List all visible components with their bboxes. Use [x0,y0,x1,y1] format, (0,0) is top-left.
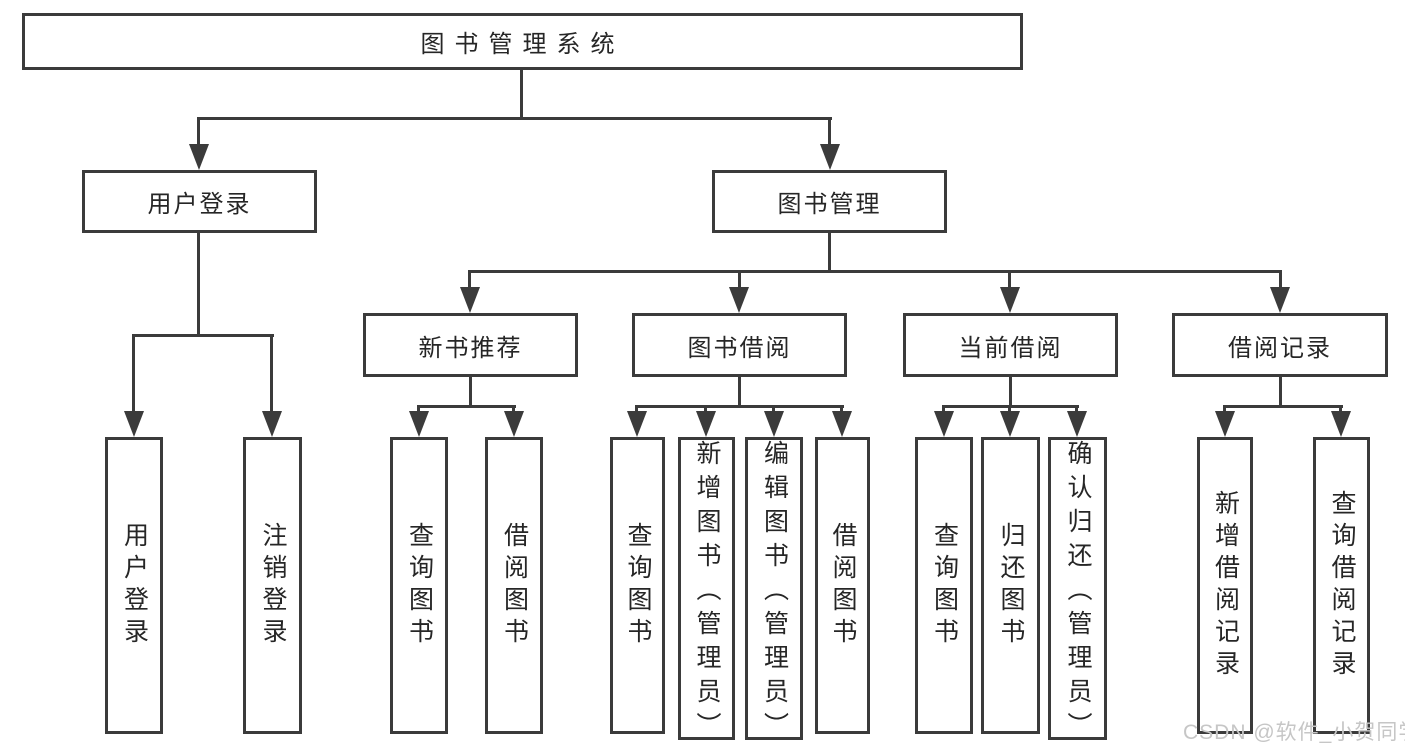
leaf-query-book-1: 查询图书 [390,437,448,734]
leaf-query-book-3-label: 查询图书 [930,521,959,650]
arrowhead [627,411,647,437]
connector-user-login-stem [197,233,200,336]
arrowhead [832,411,852,437]
leaf-query-book-2: 查询图书 [610,437,665,734]
connector-drop [1223,405,1226,413]
connector-level3-rail [468,270,1282,273]
connector-drop-leaf-logout [270,334,273,413]
connector-drop-leaf-user-login [132,334,135,413]
leaf-add-record: 新增借阅记录 [1197,437,1253,734]
node-current-borrow-label: 当前借阅 [958,334,1063,362]
connector-book-borrow-rail [635,405,844,408]
connector-drop-user-login [197,117,200,146]
leaf-borrow-book-1: 借阅图书 [485,437,543,734]
leaf-borrow-book-2: 借阅图书 [815,437,870,734]
connector-drop [840,405,843,413]
node-borrow-record: 借阅记录 [1172,313,1388,377]
node-borrow-record-label: 借阅记录 [1228,334,1332,362]
node-user-login-label: 用户登录 [147,191,252,218]
leaf-borrow-book-1-label: 借阅图书 [500,521,529,650]
node-new-book-rec: 新书推荐 [363,313,578,377]
node-new-book-rec-label: 新书推荐 [418,334,523,362]
arrowhead [460,287,480,313]
node-root-label: 图书管理系统 [420,31,625,58]
leaf-logout: 注销登录 [243,437,302,734]
connector-new-book-rec-rail [417,405,516,408]
arrowhead [409,411,429,437]
node-current-borrow: 当前借阅 [903,313,1118,377]
connector-user-login-rail [132,334,274,337]
leaf-add-record-label: 新增借阅记录 [1211,489,1240,682]
node-book-mgmt: 图书管理 [712,170,947,233]
connector-drop [1075,405,1078,413]
leaf-return-book: 归还图书 [981,437,1040,734]
arrowhead [504,411,524,437]
leaf-logout-label: 注销登录 [259,521,287,650]
connector-drop [942,405,945,413]
arrowhead [124,411,144,437]
leaf-query-record-label: 查询借阅记录 [1328,489,1356,682]
arrowhead [820,144,840,170]
leaf-query-book-3: 查询图书 [915,437,973,734]
arrowhead [729,287,749,313]
arrowhead [1215,411,1235,437]
arrowhead [1067,411,1087,437]
connector-drop [1339,405,1342,413]
connector-current-borrow-stem [1009,377,1012,408]
arrowhead [1270,287,1290,313]
leaf-confirm-return-label: 确认归还（管理员） [1064,440,1092,746]
connector-root-stem [520,70,523,120]
connector-drop-borrow-record [1279,270,1282,290]
connector-drop-book-borrow [738,270,741,290]
connector-book-mgmt-stem [828,233,831,273]
connector-drop [704,405,707,413]
arrowhead [764,411,784,437]
watermark-text: CSDN @软件_小贺同学 [1183,721,1405,744]
leaf-user-login-label: 用户登录 [120,521,149,650]
leaf-add-book: 新增图书（管理员） [678,437,735,746]
leaf-edit-book-label: 编辑图书（管理员） [760,440,789,746]
arrowhead [1000,411,1020,437]
arrowhead [696,411,716,437]
node-book-borrow-label: 图书借阅 [687,334,792,362]
connector-book-borrow-stem [738,377,741,408]
leaf-add-book-label: 新增图书（管理员） [693,440,721,746]
connector-drop [772,405,775,413]
leaf-borrow-book-2-label: 借阅图书 [829,521,857,650]
connector-borrow-record-stem [1279,377,1282,408]
connector-borrow-record-rail [1223,405,1343,408]
connector-drop-new-book-rec [468,270,471,290]
arrowhead [262,411,282,437]
leaf-query-book-1-label: 查询图书 [405,521,434,650]
connector-drop-book-mgmt [828,117,831,146]
leaf-confirm-return: 确认归还（管理员） [1048,437,1107,746]
leaf-user-login: 用户登录 [105,437,163,734]
connector-drop [635,405,638,413]
node-user-login: 用户登录 [82,170,317,233]
connector-drop [417,405,420,413]
connector-level2-rail [197,117,832,120]
arrowhead [1000,287,1020,313]
node-book-mgmt-label: 图书管理 [777,191,882,218]
connector-drop [1008,405,1011,413]
leaf-return-book-label: 归还图书 [997,521,1025,650]
connector-drop [512,405,515,413]
node-book-borrow: 图书借阅 [632,313,847,377]
arrowhead [1331,411,1351,437]
leaf-query-book-2-label: 查询图书 [624,521,652,650]
leaf-query-record: 查询借阅记录 [1313,437,1370,734]
leaf-edit-book: 编辑图书（管理员） [745,437,803,746]
connector-drop-current-borrow [1008,270,1011,290]
arrowhead [189,144,209,170]
connector-new-book-rec-stem [469,377,472,408]
arrowhead [934,411,954,437]
node-root: 图书管理系统 [22,13,1023,70]
